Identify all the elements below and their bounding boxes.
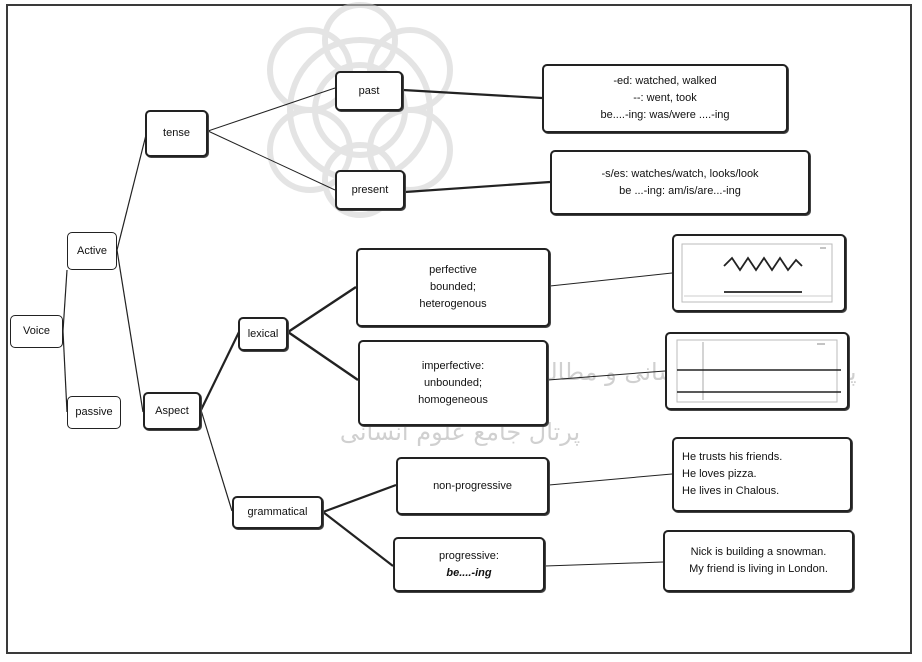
- present-label: present: [351, 183, 389, 196]
- parallel-lines-diagram: [676, 339, 841, 403]
- active-node: Active: [67, 232, 117, 270]
- tense-label: tense: [163, 127, 190, 139]
- non-progressive-example-1: He trusts his friends.: [682, 451, 783, 463]
- past-node: past: [335, 71, 403, 111]
- aspect-label: Aspect: [155, 404, 189, 417]
- lexical-label: lexical: [247, 327, 279, 340]
- progressive-examples-box: Nick is building a snowman. My friend is…: [663, 530, 854, 592]
- imperfective-line-2: unbounded;: [423, 376, 483, 389]
- present-form-2: be ...-ing: am/is/are...-ing: [619, 184, 741, 197]
- non-progressive-examples-box: He trusts his friends. He loves pizza. H…: [672, 437, 852, 512]
- active-label: Active: [77, 244, 107, 257]
- perfective-line-3: heterogenous: [419, 298, 487, 310]
- progressive-label: progressive:: [439, 549, 499, 562]
- non-progressive-example-3: He lives in Chalous.: [682, 485, 780, 497]
- progressive-example-2: My friend is living in London.: [689, 563, 828, 575]
- past-form-1: -ed: watched, walked: [613, 75, 717, 87]
- non-progressive-label: non-progressive: [433, 479, 512, 492]
- grammatical-label: grammatical: [247, 506, 308, 518]
- voice-label: Voice: [23, 325, 50, 337]
- present-forms-box: -s/es: watches/watch, looks/look be ...-…: [550, 150, 810, 215]
- past-label: past: [358, 84, 380, 97]
- passive-label: passive: [75, 406, 113, 418]
- zigzag-line-diagram: [681, 243, 833, 303]
- lexical-node: lexical: [238, 317, 288, 351]
- voice-node: Voice: [10, 315, 63, 348]
- progressive-example-1: Nick is building a snowman.: [690, 546, 827, 558]
- past-form-2: --: went, took: [633, 92, 697, 104]
- imperfective-line-3: homogeneous: [418, 393, 488, 406]
- progressive-form: be....-ing: [446, 566, 492, 579]
- imperfective-line-1: imperfective:: [421, 359, 485, 372]
- non-progressive-example-2: He loves pizza.: [682, 468, 757, 480]
- imperfective-box: imperfective: unbounded; homogeneous: [358, 340, 548, 426]
- progressive-box: progressive: be....-ing: [393, 537, 545, 592]
- perfective-line-2: bounded;: [430, 281, 476, 293]
- tense-node: tense: [145, 110, 208, 157]
- present-node: present: [335, 170, 405, 210]
- passive-node: passive: [67, 396, 121, 429]
- past-forms-box: -ed: watched, walked --: went, took be..…: [542, 64, 788, 133]
- non-progressive-box: non-progressive: [396, 457, 549, 515]
- grammatical-node: grammatical: [232, 496, 323, 529]
- diagram-frame: [6, 4, 912, 654]
- perfective-line-1: perfective: [429, 264, 477, 276]
- perfective-box: perfective bounded; heterogenous: [356, 248, 550, 327]
- unbounded-illustration-box: [665, 332, 849, 410]
- bounded-illustration-box: [672, 234, 846, 312]
- aspect-node: Aspect: [143, 392, 201, 430]
- past-form-3: be....-ing: was/were ....-ing: [600, 109, 730, 121]
- present-form-1: -s/es: watches/watch, looks/look: [601, 167, 759, 180]
